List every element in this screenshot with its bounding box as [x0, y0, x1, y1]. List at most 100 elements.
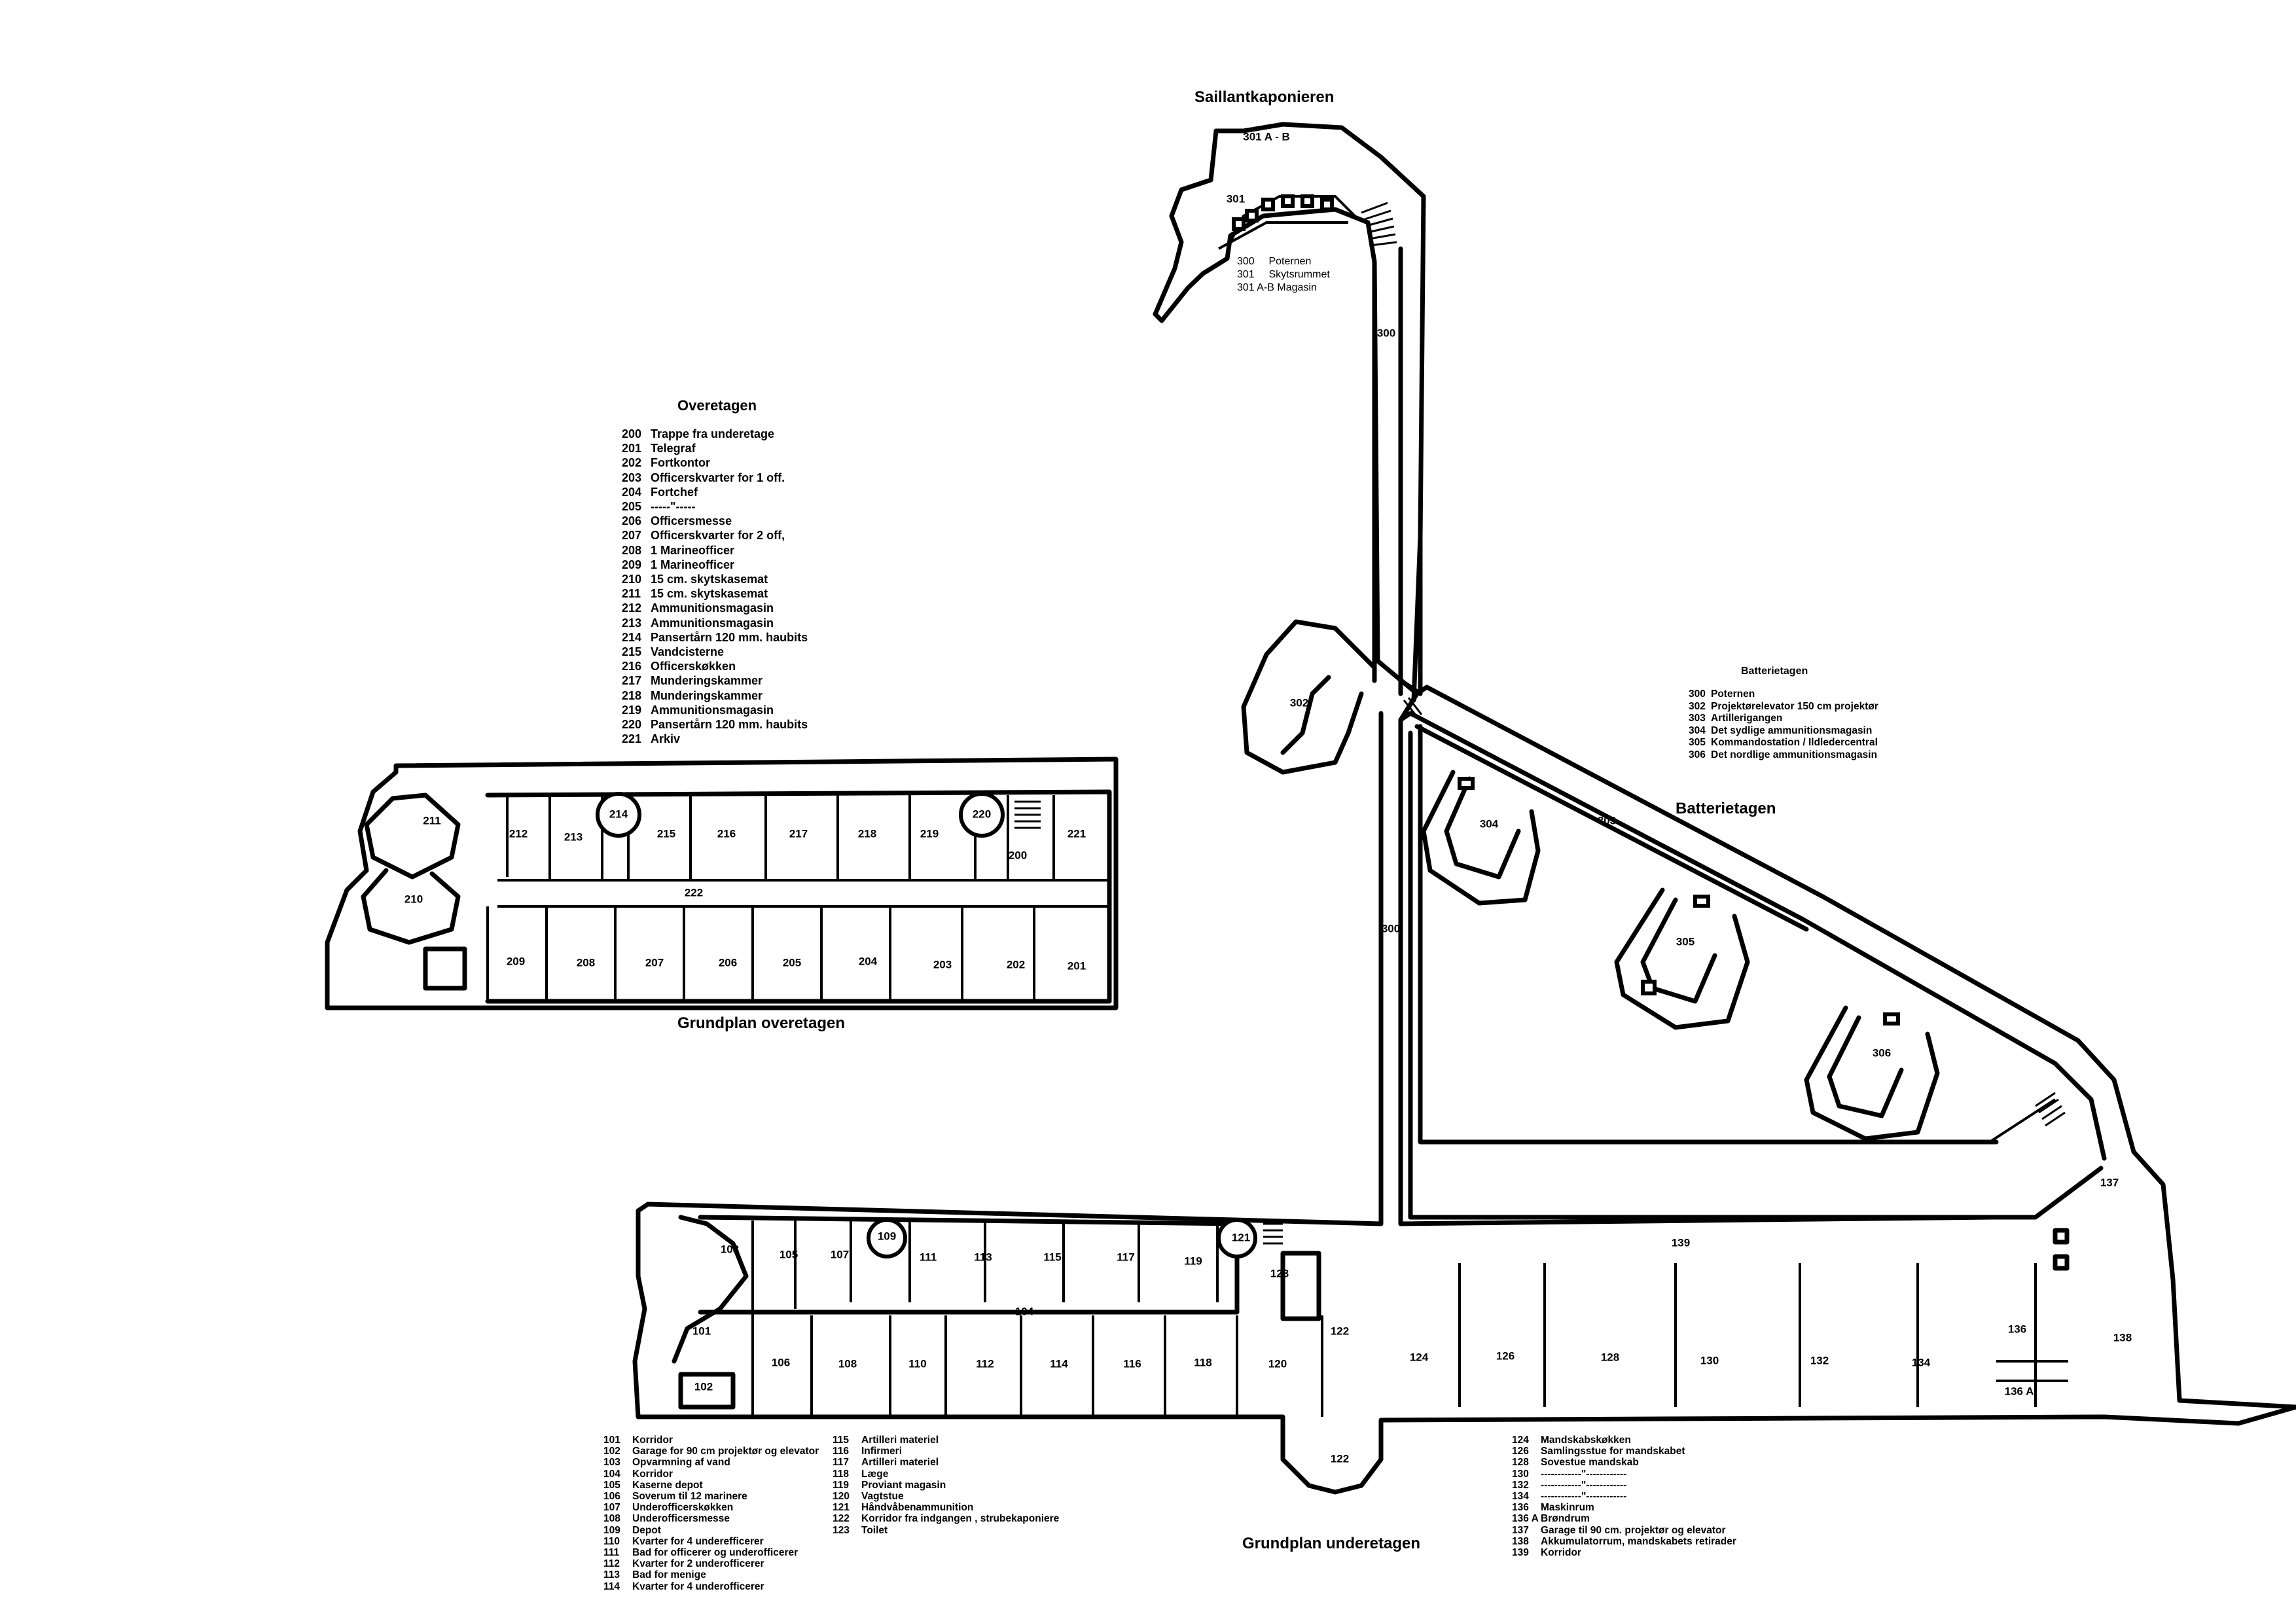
room-label: 136 A — [2005, 1385, 2034, 1397]
room-label: 122 — [1331, 1325, 1349, 1337]
room-label: 209 — [507, 955, 525, 967]
room-label: 208 — [577, 956, 595, 969]
room-label: 122 — [1331, 1452, 1349, 1465]
room-label: 138 — [2113, 1331, 2132, 1344]
room-label: 211 — [423, 814, 440, 827]
room-label: 214 — [609, 808, 628, 820]
room-label: 206 — [719, 956, 737, 969]
room-label: 128 — [1601, 1351, 1619, 1363]
legend-row: 301 A-B Magasin — [1237, 282, 1317, 293]
room-label: 213 — [564, 830, 583, 843]
room-label: 301 — [1227, 192, 1245, 205]
room-label: 300 — [1377, 327, 1395, 339]
room-label: 110 — [908, 1357, 926, 1370]
room-label: 124 — [1410, 1351, 1429, 1363]
room-label: 120 — [1268, 1357, 1287, 1370]
room-label: 210 — [404, 893, 423, 905]
legend-row: 130------------"------------ — [1512, 1468, 1627, 1480]
room-label: 104 — [1015, 1305, 1034, 1317]
room-label: 218 — [858, 827, 876, 840]
room-label: 221 — [1067, 827, 1086, 840]
room-label: 137 — [2100, 1176, 2119, 1188]
room-label: 117 — [1117, 1251, 1134, 1263]
title-grundplan-underetagen: Grundplan underetagen — [1242, 1535, 1421, 1552]
room-label: 219 — [920, 827, 939, 840]
room-label: 130 — [1700, 1354, 1719, 1366]
legend-row: 132------------"------------ — [1512, 1479, 1627, 1491]
room-label: 300 — [1382, 922, 1400, 935]
room-label: 205 — [783, 956, 801, 969]
room-label: 121 — [1232, 1231, 1250, 1243]
upper-floor — [325, 757, 1119, 1010]
room-label: 217 — [789, 827, 808, 840]
room-label: 116 — [1123, 1357, 1141, 1370]
room-label: 201 — [1067, 959, 1086, 972]
room-label: 220 — [973, 808, 991, 820]
room-label: 105 — [780, 1248, 798, 1260]
lower-floor — [632, 1202, 2296, 1495]
room-label: 102 — [694, 1380, 713, 1393]
room-label: 115 — [1043, 1251, 1061, 1263]
room-label: 139 — [1672, 1236, 1690, 1249]
title-batterietagen: Batterietagen — [1676, 800, 1776, 817]
room-label: 109 — [878, 1230, 896, 1242]
room-label: 114 — [1050, 1357, 1068, 1370]
room-label: 204 — [859, 955, 878, 967]
legend-row: 301 Skytsrummet — [1237, 269, 1330, 280]
room-label: 222 — [685, 886, 703, 899]
title-saillant: Saillantkaponieren — [1194, 88, 1335, 106]
room-label: 302 — [1290, 696, 1308, 709]
room-label: 119 — [1184, 1255, 1202, 1267]
title-overetagen: Overetagen — [677, 397, 757, 414]
